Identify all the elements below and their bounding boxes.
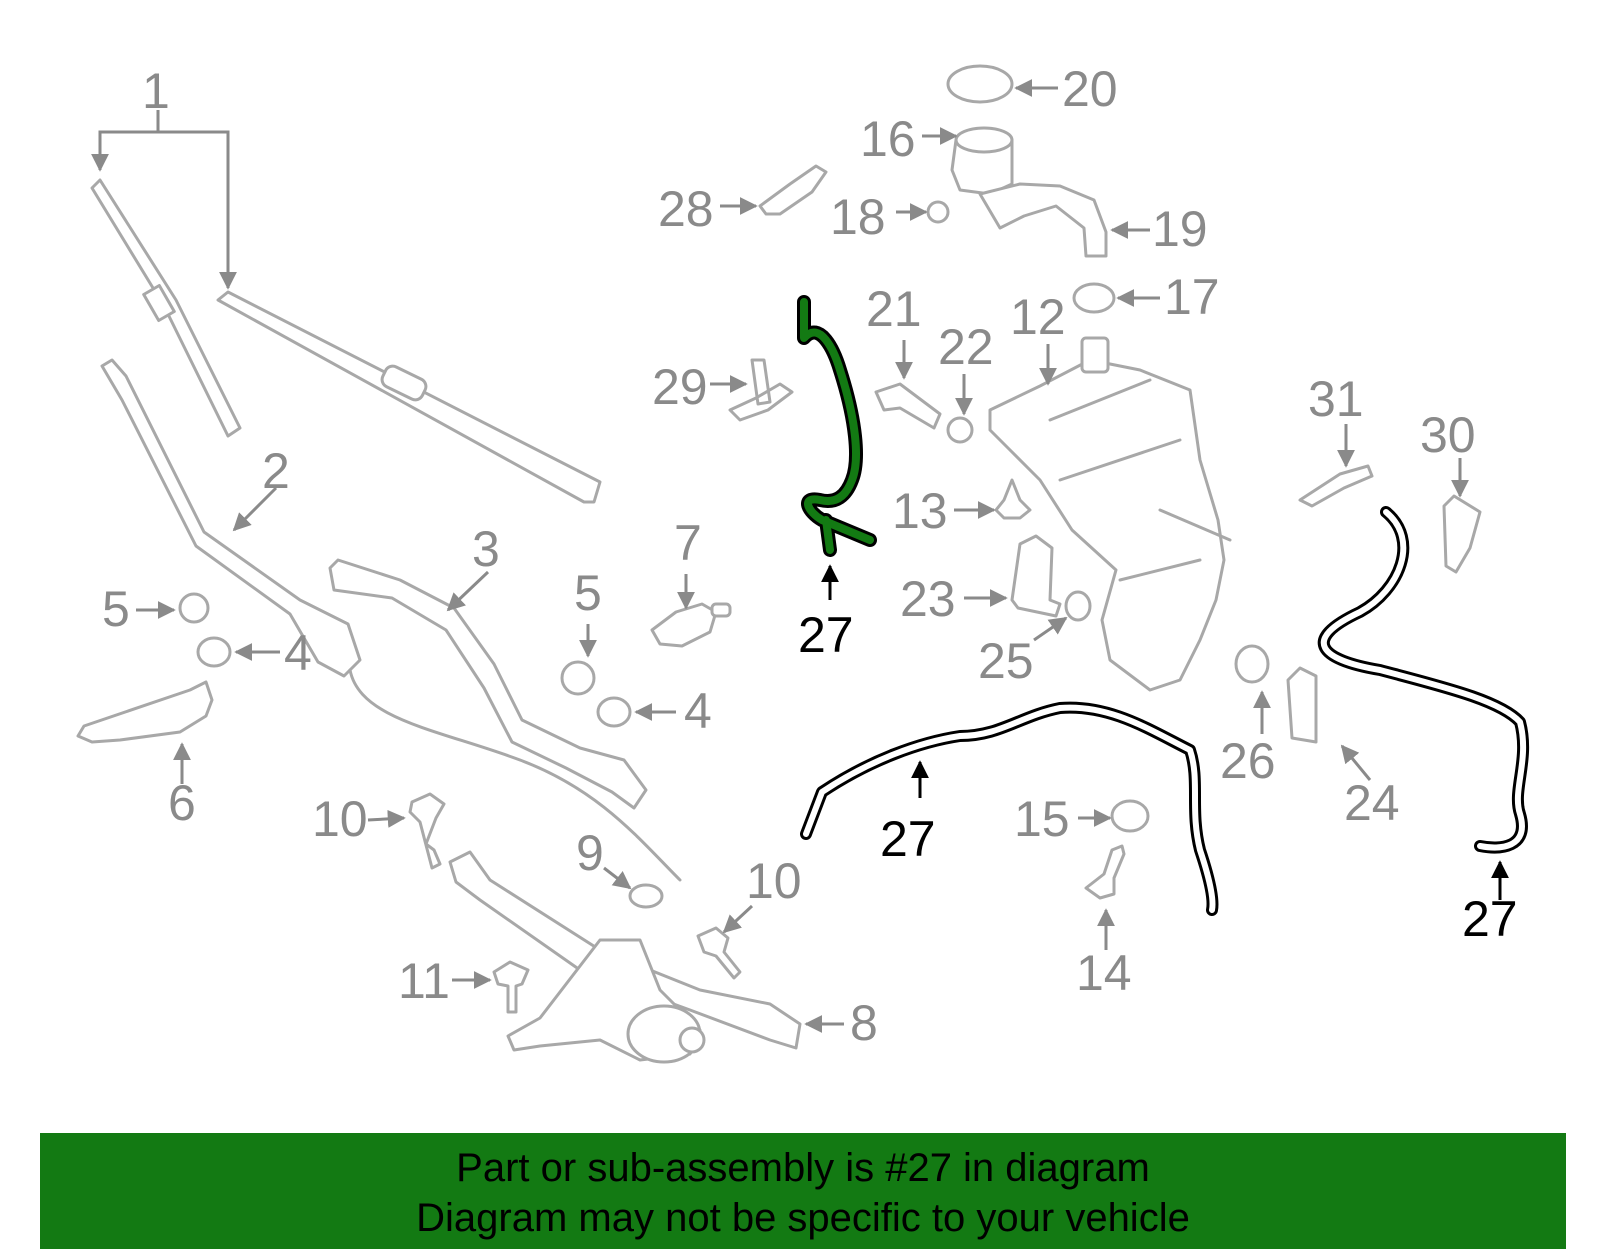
sensor-24	[1286, 666, 1318, 744]
leader-1a	[91, 110, 160, 172]
callout-10a: 10	[312, 791, 368, 847]
washer-line	[348, 668, 682, 882]
nut-26	[1234, 644, 1270, 684]
banner-line-1: Part or sub-assembly is #27 in diagram	[456, 1146, 1150, 1190]
callout-27-highlighted: 27	[798, 607, 854, 663]
wiper-arm	[100, 358, 362, 678]
callout-13: 13	[892, 483, 948, 539]
info-banner: Part or sub-assembly is #27 in diagram D…	[40, 1133, 1566, 1249]
callout-21: 21	[866, 281, 922, 337]
callout-2: 2	[262, 443, 290, 499]
bolt-10b	[696, 926, 742, 980]
bolt-21	[874, 382, 942, 430]
callout-24: 24	[1344, 775, 1400, 831]
oring-17	[1072, 282, 1116, 314]
washer-nozzle	[650, 602, 718, 648]
callout-31: 31	[1308, 371, 1364, 427]
clip-18	[926, 200, 950, 224]
callout-10b: 10	[746, 853, 802, 909]
callout-29: 29	[652, 359, 708, 415]
callout-11: 11	[398, 953, 450, 1009]
callout-16: 16	[860, 111, 916, 167]
tee-connector-29	[728, 358, 794, 422]
callout-26: 26	[1220, 733, 1276, 789]
nut-4a	[196, 636, 232, 668]
grommet-5b	[560, 660, 596, 696]
connector-28	[758, 164, 828, 216]
filler-tube-19	[978, 182, 1108, 258]
grommet-5a	[178, 592, 210, 624]
seal-9	[628, 883, 664, 909]
nut-15	[1110, 799, 1150, 833]
callout-28: 28	[658, 181, 714, 237]
bolt-14	[1084, 844, 1126, 900]
callout-27-center: 27	[880, 811, 936, 867]
callout-19: 19	[1152, 201, 1208, 257]
nut-4b	[596, 696, 632, 728]
callout-4b: 4	[684, 683, 712, 739]
cap-20	[946, 64, 1014, 104]
callout-5a: 5	[102, 581, 130, 637]
callout-20: 20	[1062, 61, 1118, 117]
parts-diagram: 1 2 3 4 4 5 5 6 7 8 9 10 10 11 12 13 14 …	[76, 61, 1530, 1064]
callout-4a: 4	[284, 625, 312, 681]
callout-1: 1	[142, 63, 170, 119]
callout-15: 15	[1014, 791, 1070, 847]
clip-13	[994, 478, 1032, 520]
banner-line-2: Diagram may not be specific to your vehi…	[416, 1196, 1190, 1240]
callout-23: 23	[900, 571, 956, 627]
callout-22: 22	[938, 319, 994, 375]
callout-30: 30	[1420, 407, 1476, 463]
callout-9: 9	[576, 825, 604, 881]
pump-23	[1010, 534, 1062, 618]
callout-3: 3	[472, 521, 500, 577]
callout-7: 7	[674, 515, 702, 571]
clip-30	[1442, 494, 1482, 574]
grommet-22	[946, 416, 974, 444]
grommet-25	[1064, 590, 1092, 622]
leader-1b	[158, 130, 237, 290]
hose-27-center	[800, 701, 1219, 916]
bolt-10a	[408, 792, 446, 870]
cowl-bracket	[76, 680, 214, 744]
washer-reservoir-12	[988, 358, 1226, 692]
callout-14: 14	[1076, 945, 1132, 1001]
wiper-arm-2	[328, 558, 648, 810]
callout-5b: 5	[574, 565, 602, 621]
callout-25: 25	[978, 633, 1034, 689]
callout-8: 8	[850, 995, 878, 1051]
callout-12: 12	[1010, 289, 1066, 345]
callout-17: 17	[1164, 269, 1220, 325]
callout-18: 18	[830, 189, 886, 245]
wiper-blade-left	[90, 178, 242, 438]
connector-31	[1298, 464, 1374, 508]
callout-6: 6	[168, 775, 196, 831]
callout-27-right: 27	[1462, 891, 1518, 947]
bolt-11	[492, 960, 530, 1014]
wiper-linkage-motor	[448, 850, 802, 1064]
wiper-blade-right	[216, 290, 602, 504]
